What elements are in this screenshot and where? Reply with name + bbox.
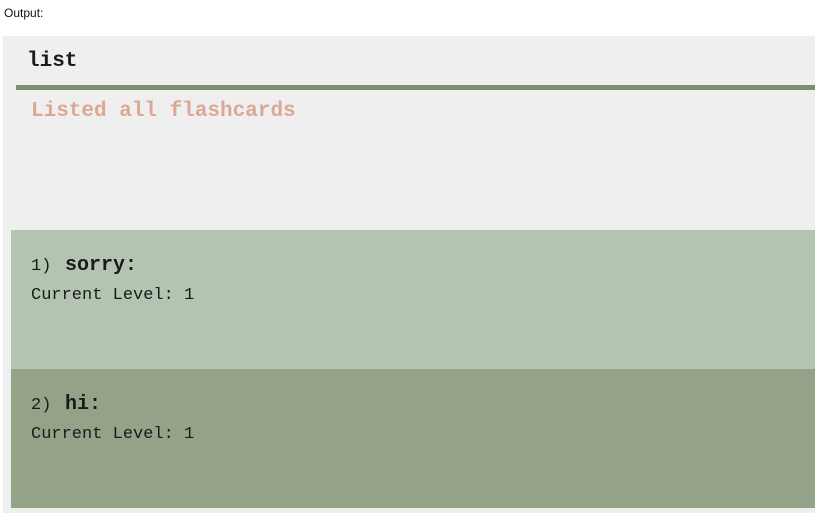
flashcard-word: hi:: [65, 393, 102, 416]
flashcard-level: Current Level: 1: [31, 286, 195, 305]
output-panel: list Listed all flashcards 1) sorry: Cur…: [3, 36, 815, 513]
output-label: Output:: [4, 6, 44, 20]
flashcard-title: 1) sorry:: [31, 254, 137, 277]
result-message: Listed all flashcards: [31, 100, 296, 123]
command-text: list: [27, 50, 78, 73]
flashcard-title: 2) hi:: [31, 393, 101, 416]
flashcard-level: Current Level: 1: [31, 425, 195, 444]
flashcard-word: sorry:: [65, 254, 138, 277]
flashcard-index: 2): [31, 396, 52, 415]
flashcard-item: 1) sorry: Current Level: 1: [11, 230, 815, 369]
command-display: list: [16, 36, 815, 90]
flashcard-index: 1): [31, 257, 52, 276]
flashcard-item: 2) hi: Current Level: 1: [11, 369, 815, 508]
